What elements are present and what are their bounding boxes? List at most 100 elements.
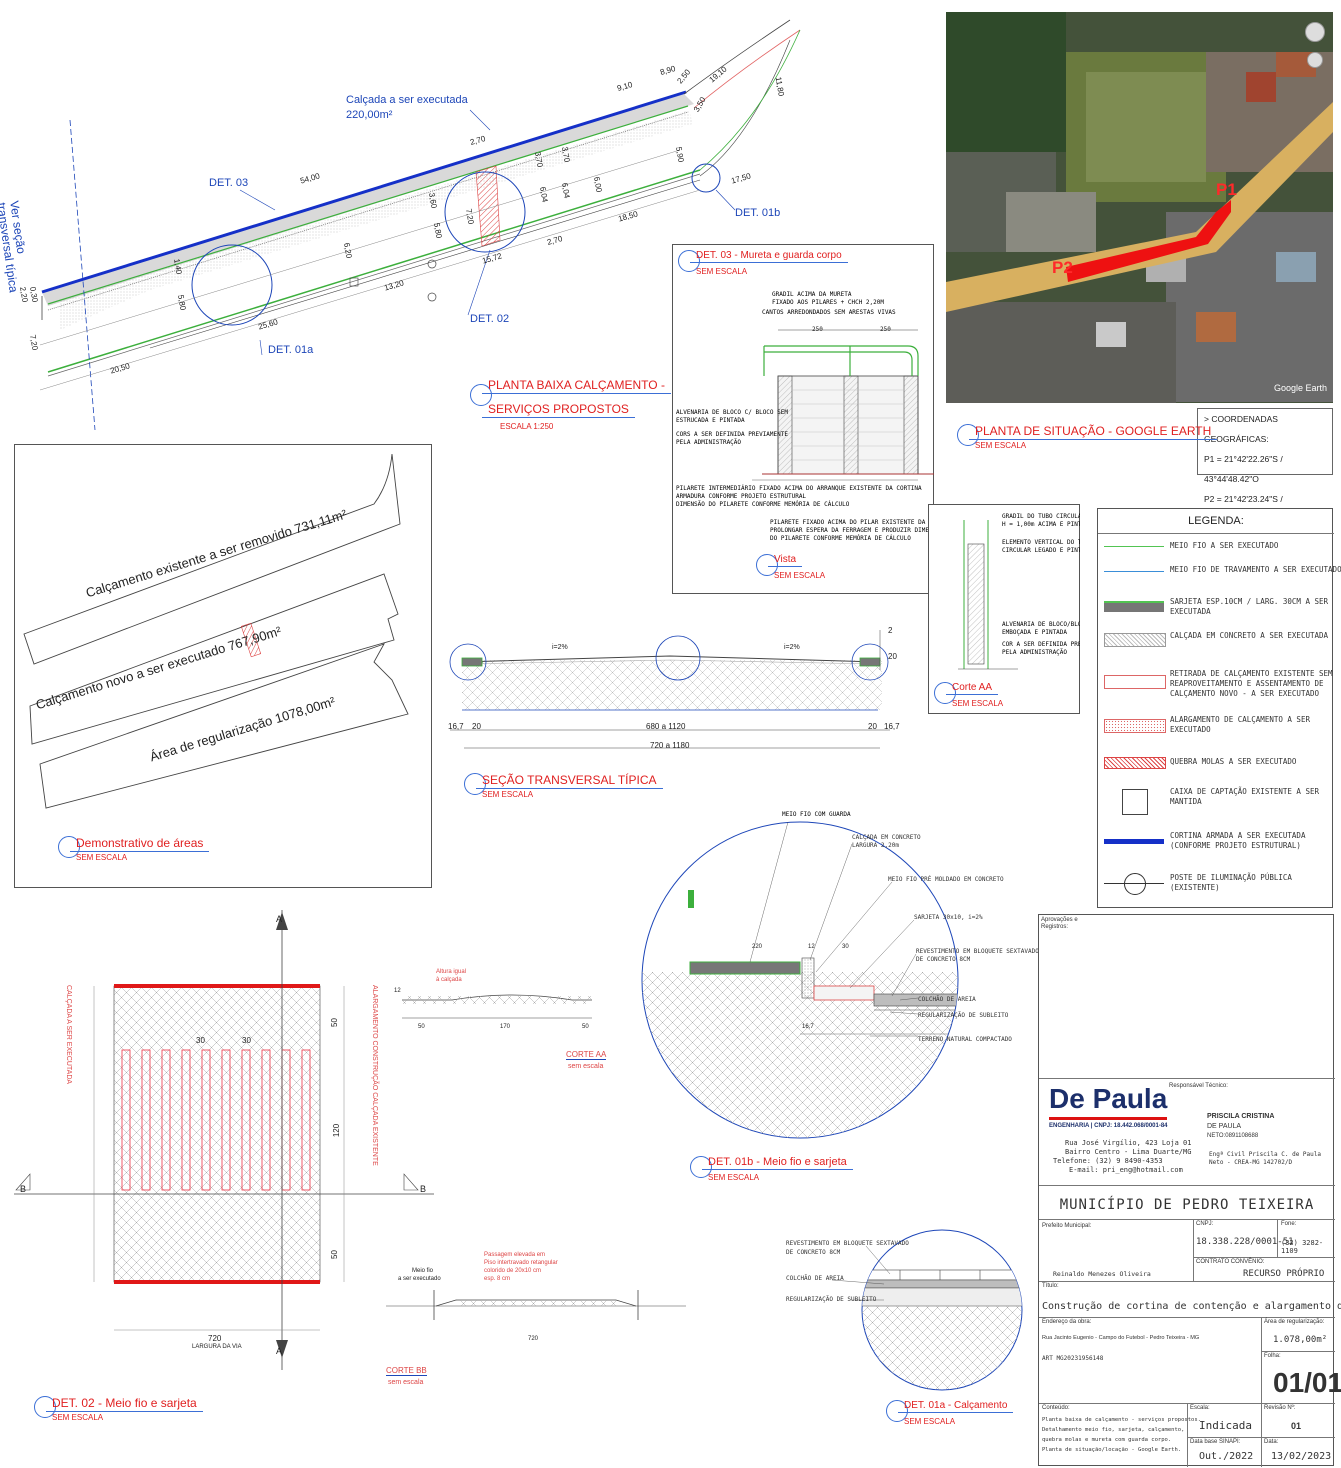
legend-symbol xyxy=(1104,839,1164,844)
tb-divider xyxy=(1039,1185,1335,1186)
svg-text:ESTRUCADA E PINTADA: ESTRUCADA E PINTADA xyxy=(676,417,745,424)
caption-circle xyxy=(58,836,80,858)
svg-text:EMBOÇADA E PINTADA: EMBOÇADA E PINTADA xyxy=(1002,629,1067,636)
data-value: 13/02/2023 xyxy=(1271,1451,1332,1462)
resp-signature: Engª Civil Priscila C. de Paula Neto - C… xyxy=(1209,1151,1321,1166)
corte-aa-frame xyxy=(928,504,1080,714)
tb-hline xyxy=(1193,1257,1335,1258)
address-4: E-mail: pri_eng@hotmail.com xyxy=(1069,1166,1183,1174)
corte-bb-drawing xyxy=(386,1290,686,1320)
det01b-label-meio-fio: MEIO FIO PRÉ MOLDADO EM CONCRETO xyxy=(888,876,1004,883)
legend-text: ALARGAMENTO DE CALÇAMENTO A SER EXECUTAD… xyxy=(1170,715,1310,734)
svg-text:H = 1,00m ACIMA E PINTADO: H = 1,00m ACIMA E PINTADO xyxy=(1002,521,1080,528)
tilt-icon[interactable] xyxy=(1307,52,1323,68)
det01b-label-revest: REVESTIMENTO EM BLOQUETE SEXTAVADO xyxy=(916,948,1039,955)
resp-name-3: NETO:0891108688 xyxy=(1207,1133,1259,1139)
legend-frame: LEGENDA: MEIO FIO A SER EXECUTADO MEIO F… xyxy=(1097,508,1341,908)
legend-item-sarjeta: SARJETA ESP.10CM / LARG. 30CM A SER EXEC… xyxy=(1098,597,1341,633)
corte-aa-label: CORTE AA xyxy=(566,1050,607,1060)
secao-dim-7: 2 xyxy=(888,626,893,635)
data-base-label: Data base SINAPI: xyxy=(1190,1439,1241,1445)
svg-text:PILARETE INTERMEDIÁRIO FIXADO: PILARETE INTERMEDIÁRIO FIXADO ACIMA DO A… xyxy=(676,485,922,492)
tb-divider xyxy=(1039,1219,1335,1220)
det02-axis-b-right: B xyxy=(420,1184,427,1194)
legend-text: QUEBRA MOLAS A SER EXECUTADO xyxy=(1170,757,1297,766)
resp-name-1: PRISCILA CRISTINA xyxy=(1207,1113,1275,1120)
caption-circle xyxy=(934,682,956,704)
det01a-label-revest-2: DE CONCRETO 8CM xyxy=(786,1249,841,1256)
corte-aa-drawing: GRADIL DO TUBO CIRCULAR H = 1,00m ACIMA … xyxy=(958,513,1080,670)
cnpj-label: CNPJ: xyxy=(1196,1221,1214,1227)
legend-text: RETIRADA DE CALÇAMENTO EXISTENTE SEM REA… xyxy=(1170,669,1333,698)
conteudo-label: Conteúdo: xyxy=(1042,1405,1070,1411)
art-value: ART MG20231956148 xyxy=(1042,1355,1104,1362)
caption-det02: DET. 02 - Meio fio e sarjeta SEM ESCALA xyxy=(34,1396,234,1430)
titulo-label: Título: xyxy=(1042,1283,1059,1289)
corte-aa-d1: 50 xyxy=(418,1024,425,1030)
label-p1: P1 xyxy=(1216,180,1237,199)
legend-symbol xyxy=(1104,546,1164,547)
areas-drawing xyxy=(23,453,409,809)
label-det02: DET. 02 xyxy=(470,313,510,325)
det01b-label-largura: LARGURA 2,20m xyxy=(852,842,899,849)
corte-bb-label: CORTE BB xyxy=(386,1366,427,1376)
compass-icon[interactable] xyxy=(1305,22,1325,42)
det02-h1: 50 xyxy=(329,1018,339,1027)
legend-item-cortina: CORTINA ARMADA A SER EXECUTADA (CONFORME… xyxy=(1098,831,1341,867)
caption-title: DET. 01a - Calçamento xyxy=(898,1400,1014,1413)
det01b-dim-1: 220 xyxy=(752,944,763,950)
legend-item-calcada: CALÇADA EM CONCRETO A SER EXECUTADA xyxy=(1098,631,1341,667)
tb-vline xyxy=(1193,1219,1194,1281)
caption-circle xyxy=(464,773,486,795)
det01a-drawing xyxy=(831,1229,1023,1391)
corte-bb-dim: 720 xyxy=(528,1336,539,1342)
label-det03: DET. 03 xyxy=(209,177,249,189)
corte-bb-note-2: Piso intertravado retangular xyxy=(484,1260,558,1266)
escala-label: Escala: xyxy=(1190,1405,1210,1411)
svg-text:GRADIL ACIMA DA MURETA: GRADIL ACIMA DA MURETA xyxy=(772,291,852,298)
secao-slope-left: i=2% xyxy=(552,644,568,651)
legend-item-meio-fio-travamento: MEIO FIO DE TRAVAMENTO A SER EXECUTADO xyxy=(1098,565,1341,601)
revisao-value: 01 xyxy=(1291,1421,1302,1431)
det01b-label-revest-2: DE CONCRETO 8CM xyxy=(916,956,971,963)
legend-text: MEIO FIO DE TRAVAMENTO A SER EXECUTADO xyxy=(1170,565,1341,574)
data-label: Data: xyxy=(1264,1439,1279,1445)
tb-vline xyxy=(1261,1317,1262,1467)
caption-scale: SEM ESCALA xyxy=(708,1173,760,1182)
det01b-dim-2: 12 xyxy=(808,944,815,950)
svg-text:CORS A SER DEFINIDA PREVIAMENT: CORS A SER DEFINIDA PREVIAMENTE xyxy=(676,431,788,438)
corte-bb-meio-fio-2: a ser executado xyxy=(398,1276,441,1282)
cnpj-value: 18.338.228/0001-51 xyxy=(1196,1237,1294,1247)
legend-item-retirada: RETIRADA DE CALÇAMENTO EXISTENTE SEM REA… xyxy=(1098,669,1341,713)
svg-text:MEIO FIO COM GUARDA: MEIO FIO COM GUARDA xyxy=(782,811,851,818)
label-p2: P2 xyxy=(1052,258,1073,277)
caption-corte-aa: Corte AA SEM ESCALA xyxy=(934,682,1054,714)
brand-logo: De Paula xyxy=(1049,1083,1168,1114)
endereco-value: Rua Jacinto Eugenio - Campo do Futebol -… xyxy=(1042,1335,1200,1341)
legend-item-alargamento: ALARGAMENTO DE CALÇAMENTO A SER EXECUTAD… xyxy=(1098,715,1341,751)
planta-baixa-drawing xyxy=(39,19,801,431)
svg-text:GRADIL DO TUBO CIRCULAR: GRADIL DO TUBO CIRCULAR xyxy=(1002,513,1080,520)
caption-title: DET. 02 - Meio fio e sarjeta xyxy=(46,1396,203,1412)
fone-value: (32) 3282-1109 xyxy=(1281,1239,1324,1255)
data-base-value: Out./2022 xyxy=(1199,1451,1254,1462)
legend-symbol xyxy=(1122,789,1148,815)
satellite-photo: P1 P2 Google Earth xyxy=(946,12,1333,403)
mureta-dim-2: 250 xyxy=(880,326,891,333)
corte-bb-scale: sem escala xyxy=(388,1379,424,1386)
secao-dim-3: 680 a 1120 xyxy=(646,722,686,731)
det02-h3: 50 xyxy=(329,1250,339,1259)
caption-circle xyxy=(756,554,778,576)
legend-symbol xyxy=(1104,633,1166,647)
mureta-drawing: GRADIL ACIMA DA MURETA FIXADO AOS PILARE… xyxy=(676,291,934,542)
caption-scale: SEM ESCALA xyxy=(975,441,1027,450)
secao-drawing xyxy=(449,630,890,749)
mureta-dim-1: 250 xyxy=(812,326,823,333)
folha-value: 01/01 xyxy=(1273,1367,1341,1398)
legend-text: MEIO FIO A SER EXECUTADO xyxy=(1170,541,1279,550)
brand-sub: ENGENHARIA | CNPJ: 18.442.068/0001-84 xyxy=(1049,1123,1168,1129)
municipio-title: MUNICÍPIO DE PEDRO TEIXEIRA xyxy=(1059,1197,1315,1213)
caption-title: Vista xyxy=(768,554,803,567)
legend-symbol xyxy=(1104,757,1166,769)
det02-axis-a-bottom: A xyxy=(276,1346,283,1356)
